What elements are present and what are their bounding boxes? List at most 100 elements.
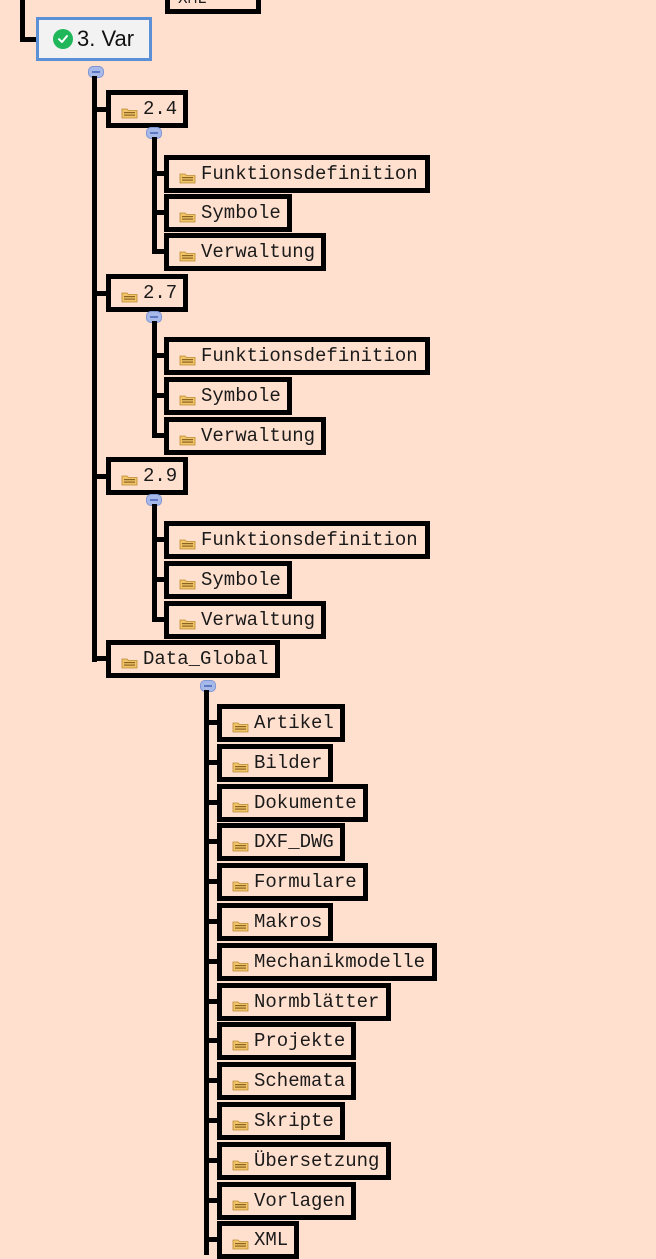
root-node-label: 3. Var [77,26,135,51]
connector-line [92,291,110,296]
folder-node-label: Verwaltung [201,609,316,631]
folder-icon [232,1035,250,1051]
folder-icon [232,916,250,932]
folder-node-global-formulare[interactable]: Formulare [217,863,368,901]
folder-node-global-xml[interactable]: XML [217,1221,299,1259]
folder-node-label: 2.7 [143,282,178,304]
connector-line [204,1237,220,1243]
folder-node-global-artikel[interactable]: Artikel [217,704,345,742]
connector-line [152,577,166,582]
folder-icon [179,614,197,630]
connector-line [204,1038,220,1044]
connector-line [152,210,166,215]
connector-line [92,76,97,662]
connector-line [152,249,166,254]
folder-node-symbole[interactable]: Symbole [164,377,292,415]
folder-node-funktionsdefinition[interactable]: Funktionsdefinition [164,521,430,559]
folder-node-global-projekte[interactable]: Projekte [217,1022,356,1060]
folder-icon [179,390,197,406]
folder-node-global-bilder[interactable]: Bilder [217,744,333,782]
folder-node-label: Makros [254,911,323,933]
connector-line [204,690,209,1255]
folder-node-global-dokumente[interactable]: Dokumente [217,784,368,822]
connector-line [152,321,157,438]
folder-node-label: Skripte [254,1110,334,1132]
connector-line [20,0,25,42]
folder-node-label: 2.4 [143,98,178,120]
connector-line [204,919,220,924]
folder-icon [179,168,197,184]
connector-line [152,504,157,622]
folder-node-global-normbltter[interactable]: Normblätter [217,983,391,1021]
connector-line [204,958,220,964]
folder-node-label: Dokumente [254,792,357,814]
connector-line [204,879,220,885]
connector-line [152,171,166,176]
root-node[interactable]: 3. Var [36,17,152,61]
folder-icon [232,717,250,733]
connector-line [204,720,220,725]
folder-icon [179,430,197,446]
connector-line [152,537,166,542]
folder-node-label: Übersetzung [254,1150,380,1172]
folder-node-global-schemata[interactable]: Schemata [217,1062,356,1100]
folder-node-funktionsdefinition[interactable]: Funktionsdefinition [164,337,430,375]
folder-node-label: Funktionsdefinition [201,345,418,367]
folder-node-verwaltung[interactable]: Verwaltung [164,233,326,271]
connector-line [152,137,157,254]
connector-line [204,799,220,805]
folder-icon [232,1075,250,1091]
folder-icon [179,534,197,550]
folder-node-symbole[interactable]: Symbole [164,194,292,232]
connector-line [204,1157,220,1163]
connector-line [92,474,110,479]
partial-node-top[interactable]: XML [165,0,261,14]
folder-node-version-2-4[interactable]: 2.4 [106,90,188,128]
folder-node-global-mechanikmodelle[interactable]: Mechanikmodelle [217,943,437,981]
folder-node-symbole[interactable]: Symbole [164,561,292,599]
folder-node-version-2-9[interactable]: 2.9 [106,457,188,495]
folder-node-label: Artikel [254,712,334,734]
connector-line [152,393,166,398]
folder-icon [232,1234,250,1250]
folder-icon [232,1155,250,1171]
folder-node-funktionsdefinition[interactable]: Funktionsdefinition [164,155,430,193]
collapse-toggle-icon[interactable] [146,494,162,506]
folder-node-label: 2.9 [143,465,178,487]
connector-line [204,1197,220,1203]
folder-node-label: Projekte [254,1030,346,1052]
folder-node-global-vorlagen[interactable]: Vorlagen [217,1182,356,1220]
folder-icon [121,287,139,303]
folder-node-data-global[interactable]: Data_Global [106,640,280,678]
folder-icon [179,246,197,262]
folder-icon [232,996,250,1012]
folder-node-global-makros[interactable]: Makros [217,903,333,941]
folder-node-global-skripte[interactable]: Skripte [217,1102,345,1140]
folder-icon [179,207,197,223]
folder-node-label: Data_Global [143,648,269,670]
folder-node-verwaltung[interactable]: Verwaltung [164,417,326,455]
folder-node-verwaltung[interactable]: Verwaltung [164,601,326,639]
folder-node-label: Symbole [201,385,281,407]
folder-node-global-bersetzung[interactable]: Übersetzung [217,1142,391,1180]
folder-node-global-dxfdwg[interactable]: DXF_DWG [217,823,345,861]
folder-icon [232,797,250,813]
folder-node-version-2-7[interactable]: 2.7 [106,274,188,312]
folder-icon [232,1115,250,1131]
folder-icon [232,1195,250,1211]
folder-node-label: Verwaltung [201,241,316,263]
connector-line [204,1118,220,1123]
folder-node-label: Symbole [201,202,281,224]
connector-line [152,433,166,438]
folder-icon [232,956,250,972]
folder-icon [179,350,197,366]
folder-node-label: Funktionsdefinition [201,163,418,185]
folder-icon [121,653,139,669]
folder-node-label: Bilder [254,752,323,774]
connector-line [204,759,220,765]
connector-line [20,37,38,42]
connector-line [204,839,220,845]
folder-node-label: Mechanikmodelle [254,951,426,973]
folder-icon [121,470,139,486]
folder-node-label: Funktionsdefinition [201,529,418,551]
